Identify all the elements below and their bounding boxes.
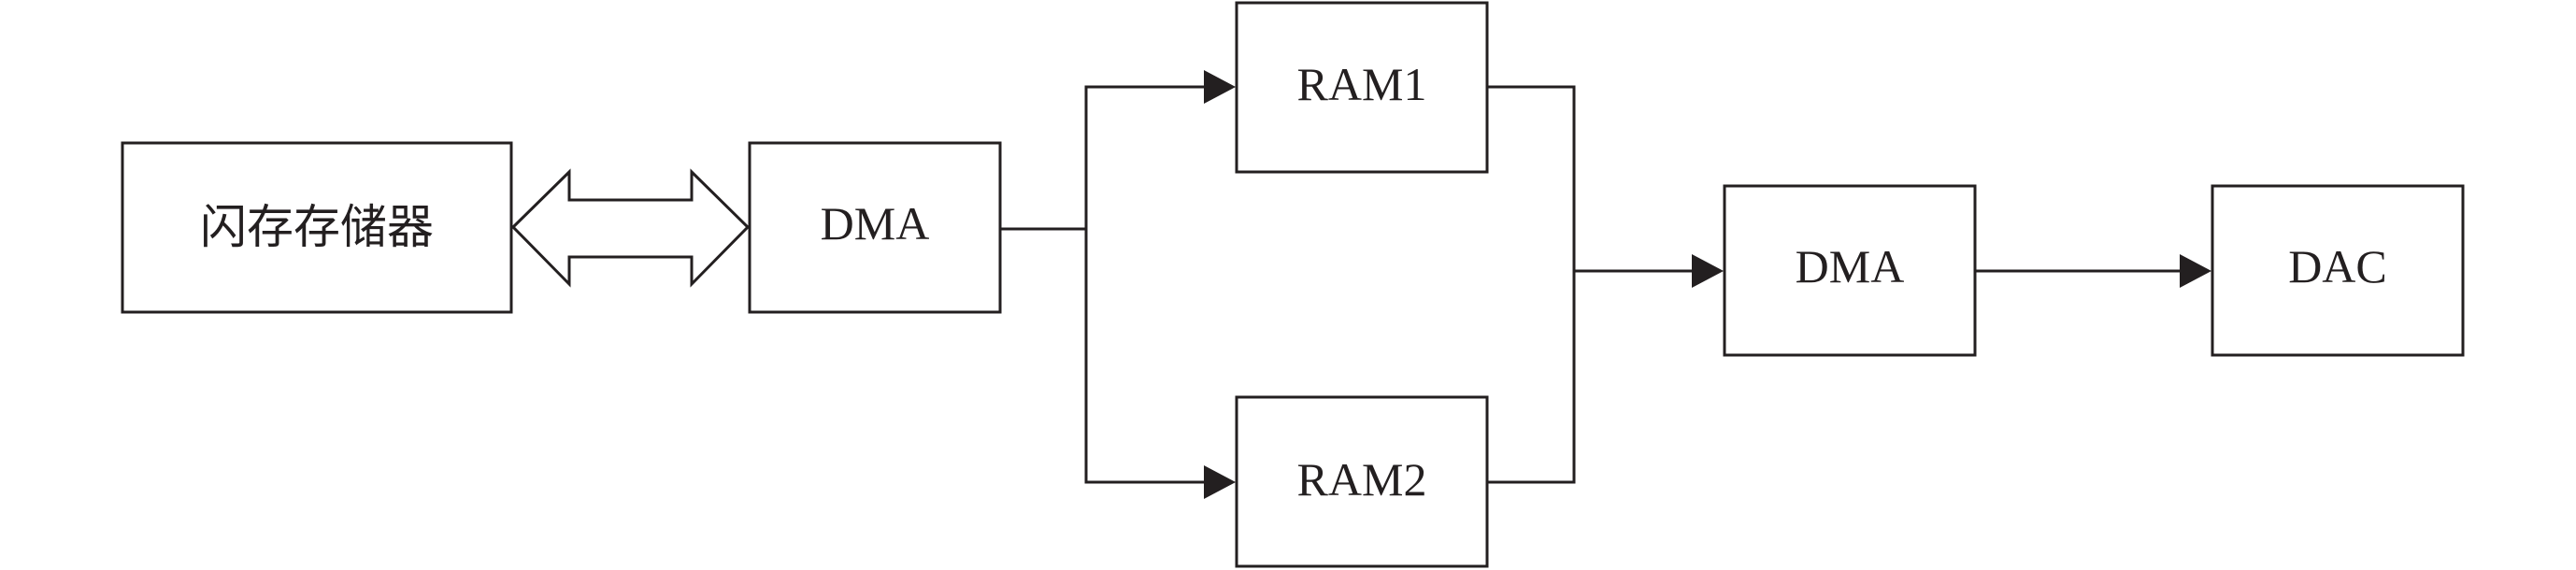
node-flash-storage: 闪存存储器 xyxy=(121,141,513,314)
connector-dma-to-ram2 xyxy=(1084,229,1206,484)
bidirectional-arrow-flash-dma xyxy=(510,168,751,288)
node-ram1: RAM1 xyxy=(1235,1,1489,174)
connector-dma-to-ram1 xyxy=(1000,85,1206,231)
arrowhead-to-ram1 xyxy=(1204,70,1236,104)
node-dma-input: DMA xyxy=(748,141,1002,314)
node-ram2-label: RAM2 xyxy=(1297,453,1427,506)
node-dma-output-label: DMA xyxy=(1796,240,1905,292)
node-dac-label: DAC xyxy=(2288,240,2387,292)
node-flash-storage-label: 闪存存储器 xyxy=(200,201,434,253)
arrowhead-to-dac xyxy=(2180,254,2211,288)
arrowhead-to-dma-output xyxy=(1692,254,1724,288)
arrowhead-to-ram2 xyxy=(1204,465,1236,499)
node-ram2: RAM2 xyxy=(1235,395,1489,568)
node-dma-output: DMA xyxy=(1723,184,1977,357)
connector-ram1-to-merge xyxy=(1487,85,1576,484)
node-dma-input-label: DMA xyxy=(821,197,930,249)
node-ram1-label: RAM1 xyxy=(1297,58,1427,110)
node-dac: DAC xyxy=(2211,184,2465,357)
